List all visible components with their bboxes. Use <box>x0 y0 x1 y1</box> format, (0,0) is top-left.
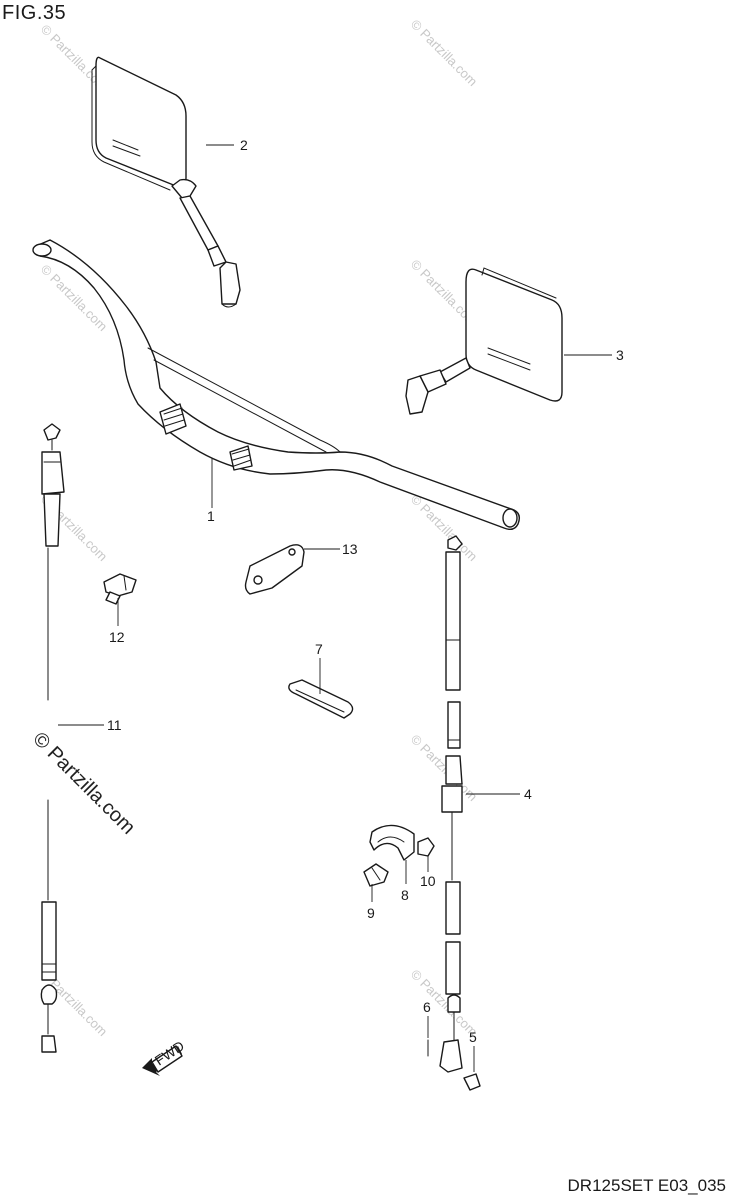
callout-3: 3 <box>616 347 624 363</box>
callout-12: 12 <box>109 629 125 645</box>
knurled-section-right <box>229 445 253 471</box>
drawing-code: DR125SET E03_035 <box>567 1176 726 1195</box>
callout-5: 5 <box>469 1029 477 1045</box>
callout-4: 4 <box>524 786 532 802</box>
fwd-arrow-icon: FWD <box>142 1037 187 1076</box>
callout-10: 10 <box>420 873 436 889</box>
watermark-layer: © Partzilla.com © Partzilla.com © Partzi… <box>28 17 480 1040</box>
figure-title: FIG.35 <box>2 2 67 24</box>
knurled-section-left <box>159 403 187 435</box>
callout-6: 6 <box>423 999 431 1015</box>
callout-9: 9 <box>367 905 375 921</box>
callout-labels: 2 3 1 4 13 7 12 11 9 8 10 6 5 <box>107 137 624 1045</box>
watermark-text: © Partzilla.com <box>408 17 481 90</box>
mirror-left-part-2[interactable] <box>91 56 241 308</box>
callout-13: 13 <box>342 541 358 557</box>
plate-part-7[interactable] <box>288 679 354 719</box>
bracket-part-13[interactable] <box>244 544 305 595</box>
mirror-right-part-3[interactable] <box>405 267 563 415</box>
callout-2: 2 <box>240 137 248 153</box>
cable-part-11[interactable] <box>40 423 65 1053</box>
watermark-text: © Partzilla.com <box>38 262 111 335</box>
fitting-part-5[interactable] <box>463 1073 481 1091</box>
handlebar-part-1[interactable] <box>32 239 521 531</box>
callout-7: 7 <box>315 641 323 657</box>
leader-lines <box>58 144 612 1072</box>
screw-part-9[interactable] <box>363 863 389 887</box>
callout-11: 11 <box>107 717 122 733</box>
clamp-part-12[interactable] <box>103 573 137 605</box>
cable-part-4[interactable] <box>439 535 463 1073</box>
callout-8: 8 <box>401 887 409 903</box>
nut-part-10[interactable] <box>417 837 435 857</box>
clamp-part-8[interactable] <box>369 824 415 861</box>
watermark-text-main: © Partzilla.com <box>28 728 139 839</box>
callout-1: 1 <box>207 508 215 524</box>
